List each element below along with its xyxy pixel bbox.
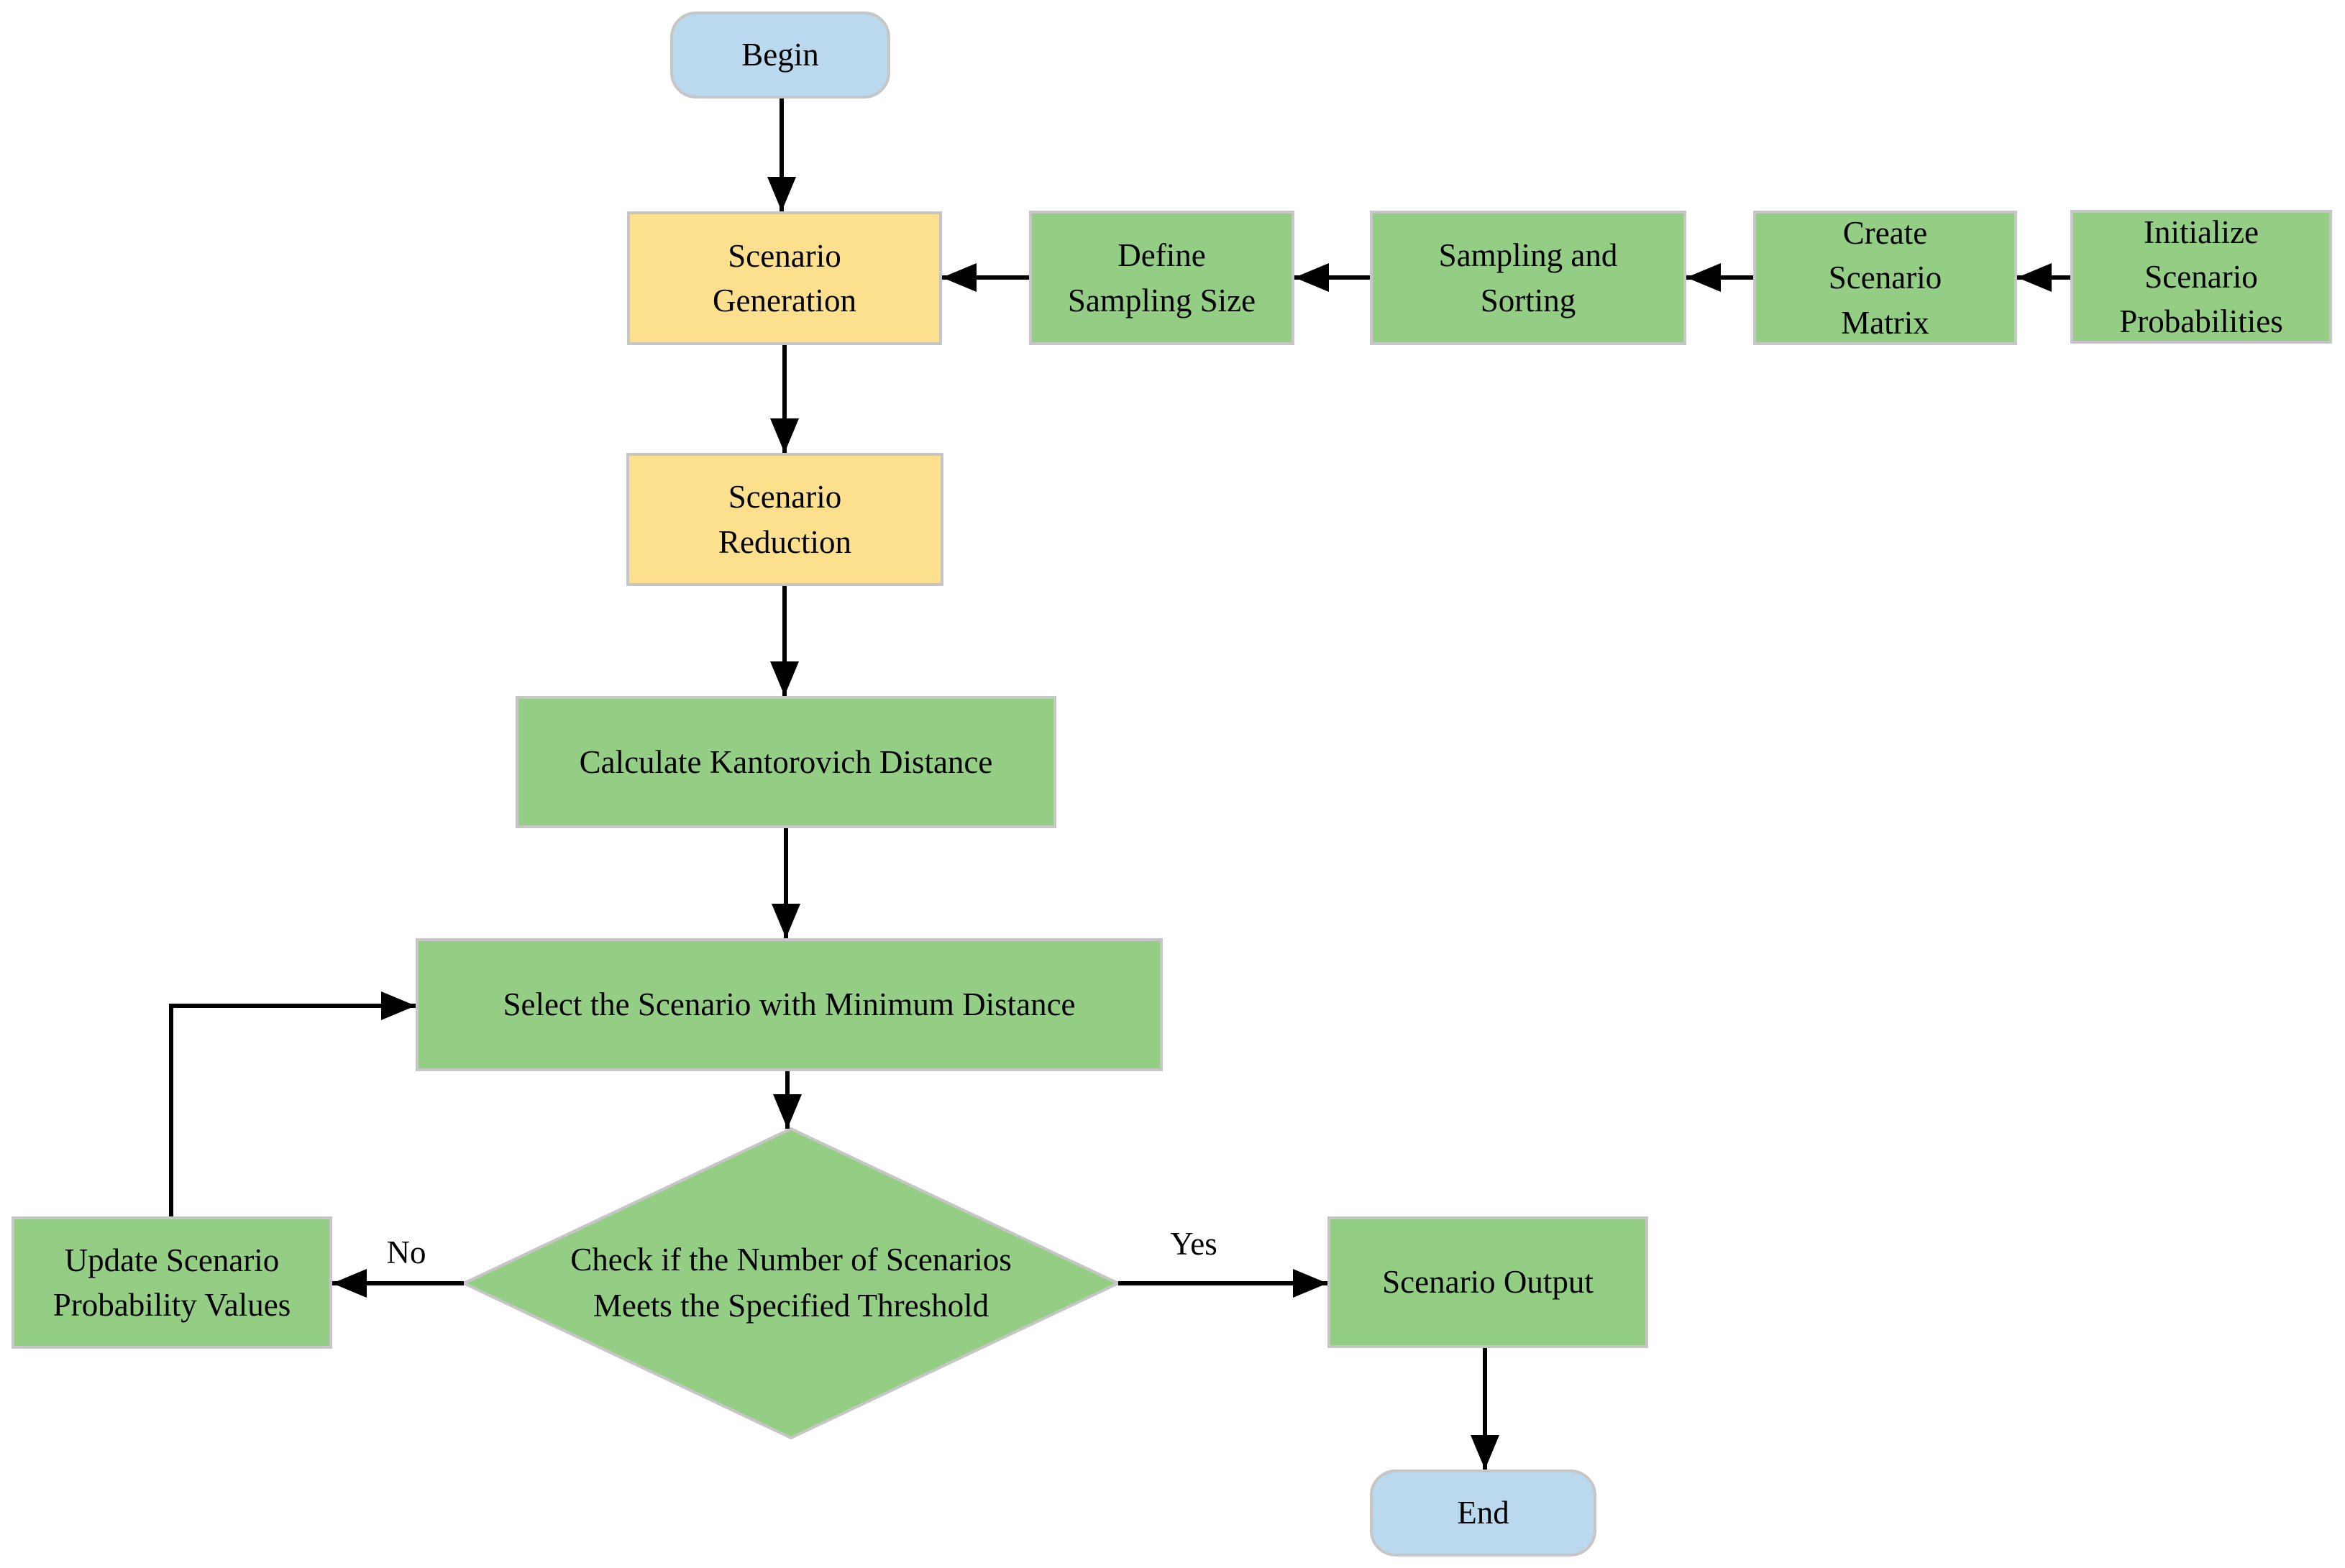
node-sampling-and-sorting-label: Sampling and Sorting (1438, 237, 1618, 318)
node-scenario-reduction-label: Scenario Reduction (718, 479, 851, 560)
node-threshold-check-shape (460, 1127, 1122, 1440)
node-calculate-kantorovich-distance: Calculate Kantorovich Distance (516, 696, 1056, 828)
edge-label-no: No (386, 1234, 426, 1270)
node-scenario-generation-label: Scenario Generation (713, 237, 856, 318)
arrow-update-loop-to-select (169, 991, 416, 1216)
node-define-sampling-size: Define Sampling Size (1029, 211, 1294, 345)
node-end: End (1370, 1470, 1596, 1556)
node-scenario-output-label: Scenario Output (1382, 1264, 1594, 1301)
node-select-minimum-distance: Select the Scenario with Minimum Distanc… (416, 938, 1163, 1071)
node-initialize-scenario-probabilities: Initialize Scenario Probabilities (2070, 210, 2332, 344)
node-update-probability-values: Update Scenario Probability Values (12, 1216, 332, 1349)
node-begin: Begin (670, 12, 890, 98)
node-update-probability-values-label: Update Scenario Probability Values (52, 1242, 291, 1323)
node-initialize-scenario-probabilities-label: Initialize Scenario Probabilities (2119, 214, 2283, 340)
node-threshold-check: Check if the Number of Scenarios Meets t… (503, 1215, 1079, 1352)
node-sampling-and-sorting: Sampling and Sorting (1370, 211, 1686, 345)
edge-label-yes: Yes (1170, 1225, 1217, 1262)
node-end-label: End (1457, 1495, 1509, 1531)
node-create-scenario-matrix-label: Create Scenario Matrix (1828, 215, 1942, 341)
node-scenario-reduction: Scenario Reduction (626, 453, 943, 586)
node-begin-label: Begin (741, 37, 819, 73)
node-select-minimum-distance-label: Select the Scenario with Minimum Distanc… (503, 986, 1076, 1023)
node-scenario-output: Scenario Output (1327, 1216, 1648, 1348)
node-scenario-generation: Scenario Generation (627, 211, 942, 345)
node-threshold-check-label: Check if the Number of Scenarios Meets t… (570, 1242, 1012, 1324)
node-calculate-kantorovich-distance-label: Calculate Kantorovich Distance (579, 743, 993, 780)
node-define-sampling-size-label: Define Sampling Size (1067, 237, 1256, 318)
node-create-scenario-matrix: Create Scenario Matrix (1753, 211, 2017, 345)
